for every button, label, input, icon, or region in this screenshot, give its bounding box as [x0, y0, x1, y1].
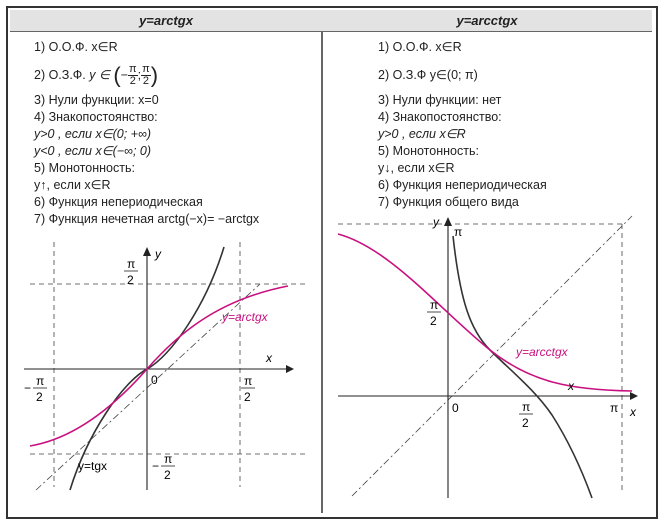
left-range-prefix: y ∈	[89, 68, 110, 82]
frac-num: π	[141, 63, 151, 77]
x-tick-pi: π	[610, 401, 618, 415]
left-dashed-guides	[30, 242, 308, 487]
origin-label: 0	[452, 401, 459, 415]
y-tick-pi-half: π 2	[427, 298, 441, 328]
bisector-line	[351, 215, 633, 497]
left-prop-7: 5) Монотонность:	[34, 161, 135, 175]
left-prop-2-label: 2) О.З.Ф.	[34, 68, 86, 82]
arctg-label: y=arctgx	[221, 310, 269, 324]
left-range-minus: −	[120, 68, 129, 82]
x-axis-arrow	[286, 365, 294, 373]
right-prop-3: 3) Нули функции: нет	[378, 93, 502, 107]
tick-top-den: 2	[127, 273, 134, 287]
y-axis-label: y	[154, 247, 162, 261]
cot-curve	[452, 235, 593, 499]
x-tick-num: π	[522, 400, 530, 414]
right-prop-4: 4) Знакопостоянство:	[378, 110, 502, 124]
left-paren-open: (	[113, 62, 121, 88]
left-prop-6: y<0 , если x∈(−∞; 0)	[34, 144, 152, 158]
right-prop-8: 6) Функция непериодическая	[378, 178, 547, 192]
left-range-sep: ;	[137, 68, 142, 82]
right-prop-1: 1) О.О.Ф. x∈R	[378, 40, 462, 54]
arctg-graph: y x 0 y=arctgx y=tgx π 2 π 2 − π 2 − π 2	[24, 242, 308, 491]
y-axis-arrow	[444, 217, 452, 226]
bisector-line	[35, 283, 261, 491]
x-tick-den: 2	[522, 416, 529, 430]
right-prop-9: 7) Функция общего вида	[378, 195, 519, 209]
left-paren-close: )	[150, 62, 159, 88]
left-title: y=arctgx	[10, 10, 322, 32]
frac-num: π	[128, 63, 138, 77]
left-prop-5: y>0 , если x∈(0; +∞)	[34, 127, 152, 141]
y-axis-label: y	[432, 215, 440, 229]
x-tick-pi-half: π 2	[519, 400, 533, 430]
frac-den: 2	[142, 75, 149, 88]
tick-right-den: 2	[244, 390, 251, 404]
right-prop-5: y>0 , если x∈R	[378, 127, 466, 141]
right-prop-7: y↓, если x∈R	[378, 161, 455, 175]
arctg-curve	[29, 285, 289, 447]
tan-label: y=tgx	[78, 459, 107, 473]
y-axis-arrow	[143, 247, 151, 256]
tick-left-minus: −	[24, 381, 31, 395]
tick-bottom-den: 2	[164, 468, 171, 482]
x-axis-label: x	[629, 405, 637, 419]
right-prop-2: 2) О.З.Ф y∈(0; π)	[378, 68, 478, 82]
tick-minus-pi-half-bottom: − π 2	[152, 452, 175, 482]
right-title: y=arcctgx	[322, 10, 652, 32]
outer-frame	[6, 6, 658, 519]
right-dashed-guides	[338, 223, 623, 492]
right-prop-6: 5) Монотонность:	[378, 144, 479, 158]
tick-pi-half-right: π 2	[241, 374, 255, 404]
left-prop-4: 4) Знакопостоянство:	[34, 110, 158, 124]
arcctg-label: y=arcctgx	[515, 345, 569, 359]
left-prop-1: 1) О.О.Ф. x∈R	[34, 40, 118, 54]
y-tick-den: 2	[430, 314, 437, 328]
x-axis-label: x	[265, 351, 273, 365]
y-tick-pi: π	[454, 225, 462, 239]
tick-pi-half-top: π 2	[124, 257, 138, 287]
left-prop-9: 6) Функция непериодическая	[34, 195, 203, 209]
arcctg-curve	[337, 233, 633, 392]
arcctg-graph: y x x 0 y=arcctgx π π π 2 π 2	[337, 215, 638, 499]
tick-top-num: π	[127, 257, 135, 271]
left-prop-10: 7) Функция нечетная arctg(−x)= −arctgx	[34, 212, 260, 226]
tick-left-num: π	[36, 374, 44, 388]
origin-label: 0	[151, 373, 158, 387]
left-prop-8: y↑, если x∈R	[34, 178, 111, 192]
column-divider	[321, 10, 323, 513]
right-properties: 1) О.О.Ф. x∈R 2) О.З.Ф y∈(0; π) 3) Нули …	[378, 36, 547, 211]
tick-minus-pi-half-left: − π 2	[24, 374, 47, 404]
tick-bottom-num: π	[164, 452, 172, 466]
x-axis-arrow	[630, 392, 638, 400]
tick-left-den: 2	[36, 390, 43, 404]
tick-right-num: π	[244, 374, 252, 388]
frac-den: 2	[129, 75, 136, 88]
left-prop-3: 3) Нули функции: x=0	[34, 93, 159, 107]
tick-bottom-minus: −	[152, 459, 159, 473]
y-tick-num: π	[430, 298, 438, 312]
curve-x-label: x	[567, 379, 575, 393]
